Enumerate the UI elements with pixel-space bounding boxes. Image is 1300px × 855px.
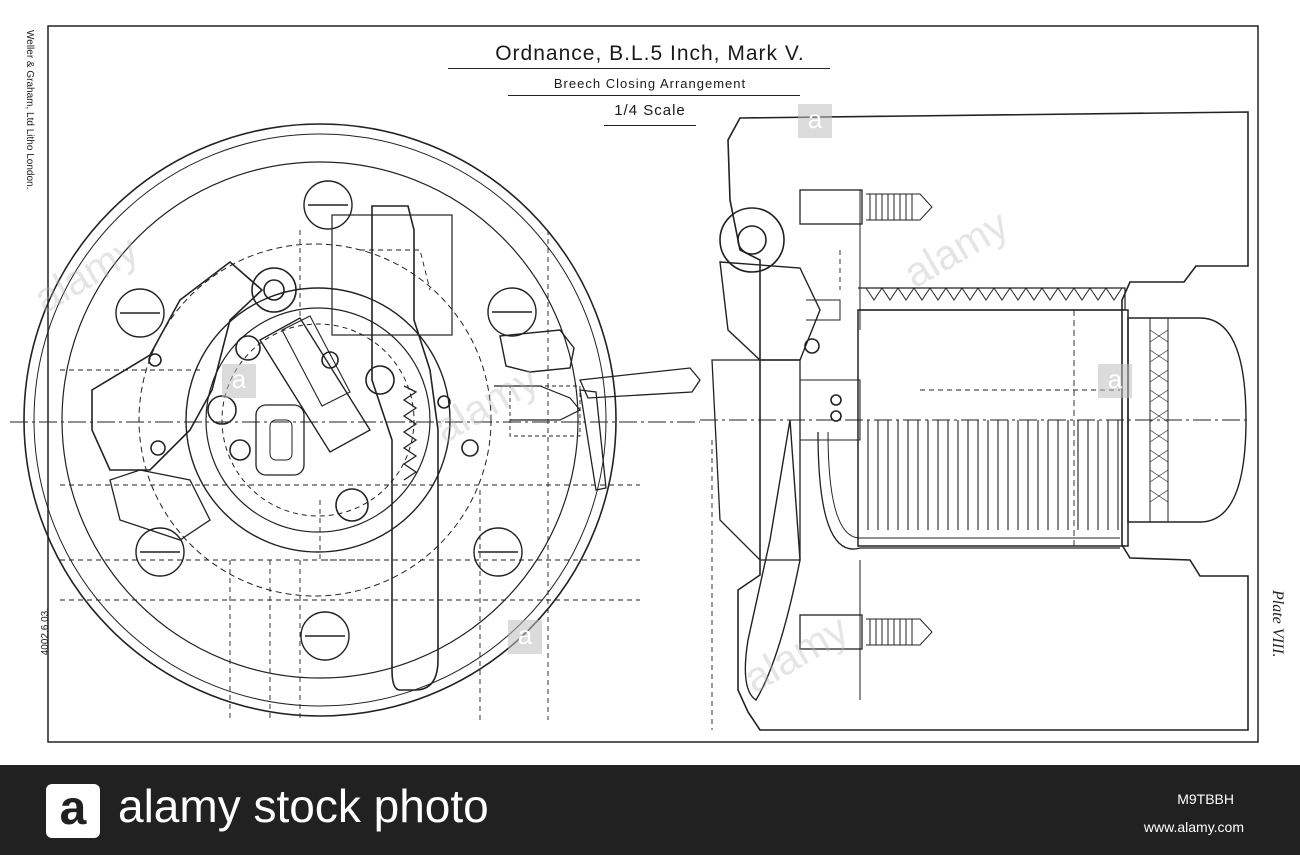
- reference-number: 4002.6.03.: [40, 608, 51, 656]
- subtitle-underline: [508, 95, 800, 96]
- watermark-logo: a: [1098, 364, 1132, 398]
- image-id: M9TBBH: [1177, 791, 1234, 807]
- alamy-logo-icon: a: [46, 784, 100, 838]
- engraving-plate: Ordnance, B.L.5 Inch, Mark V. Breech Clo…: [10, 25, 1286, 743]
- watermark-logo: a: [222, 364, 256, 398]
- plate-number: Plate VIII.: [1269, 590, 1286, 658]
- breech-front-view: [10, 123, 701, 720]
- breech-drawing: [10, 25, 1259, 743]
- plate-title: Ordnance, B.L.5 Inch, Mark V.: [495, 42, 805, 65]
- printer-credit: Weller & Graham, Ltd Litho London.: [24, 30, 35, 190]
- plate-scale: 1/4 Scale: [614, 102, 686, 119]
- plate-subtitle: Breech Closing Arrangement: [553, 76, 747, 91]
- plate-border: [47, 25, 1259, 743]
- scale-underline: [604, 125, 696, 126]
- site-url[interactable]: www.alamy.com: [1143, 819, 1244, 835]
- watermark-logo: a: [508, 620, 542, 654]
- stock-footer-bar: a alamy stock photo M9TBBH www.alamy.com: [0, 765, 1300, 855]
- title-underline: [448, 68, 830, 69]
- footer-brand: alamy stock photo: [118, 780, 489, 832]
- watermark-logo: a: [798, 104, 832, 138]
- breech-side-section: [700, 111, 1250, 731]
